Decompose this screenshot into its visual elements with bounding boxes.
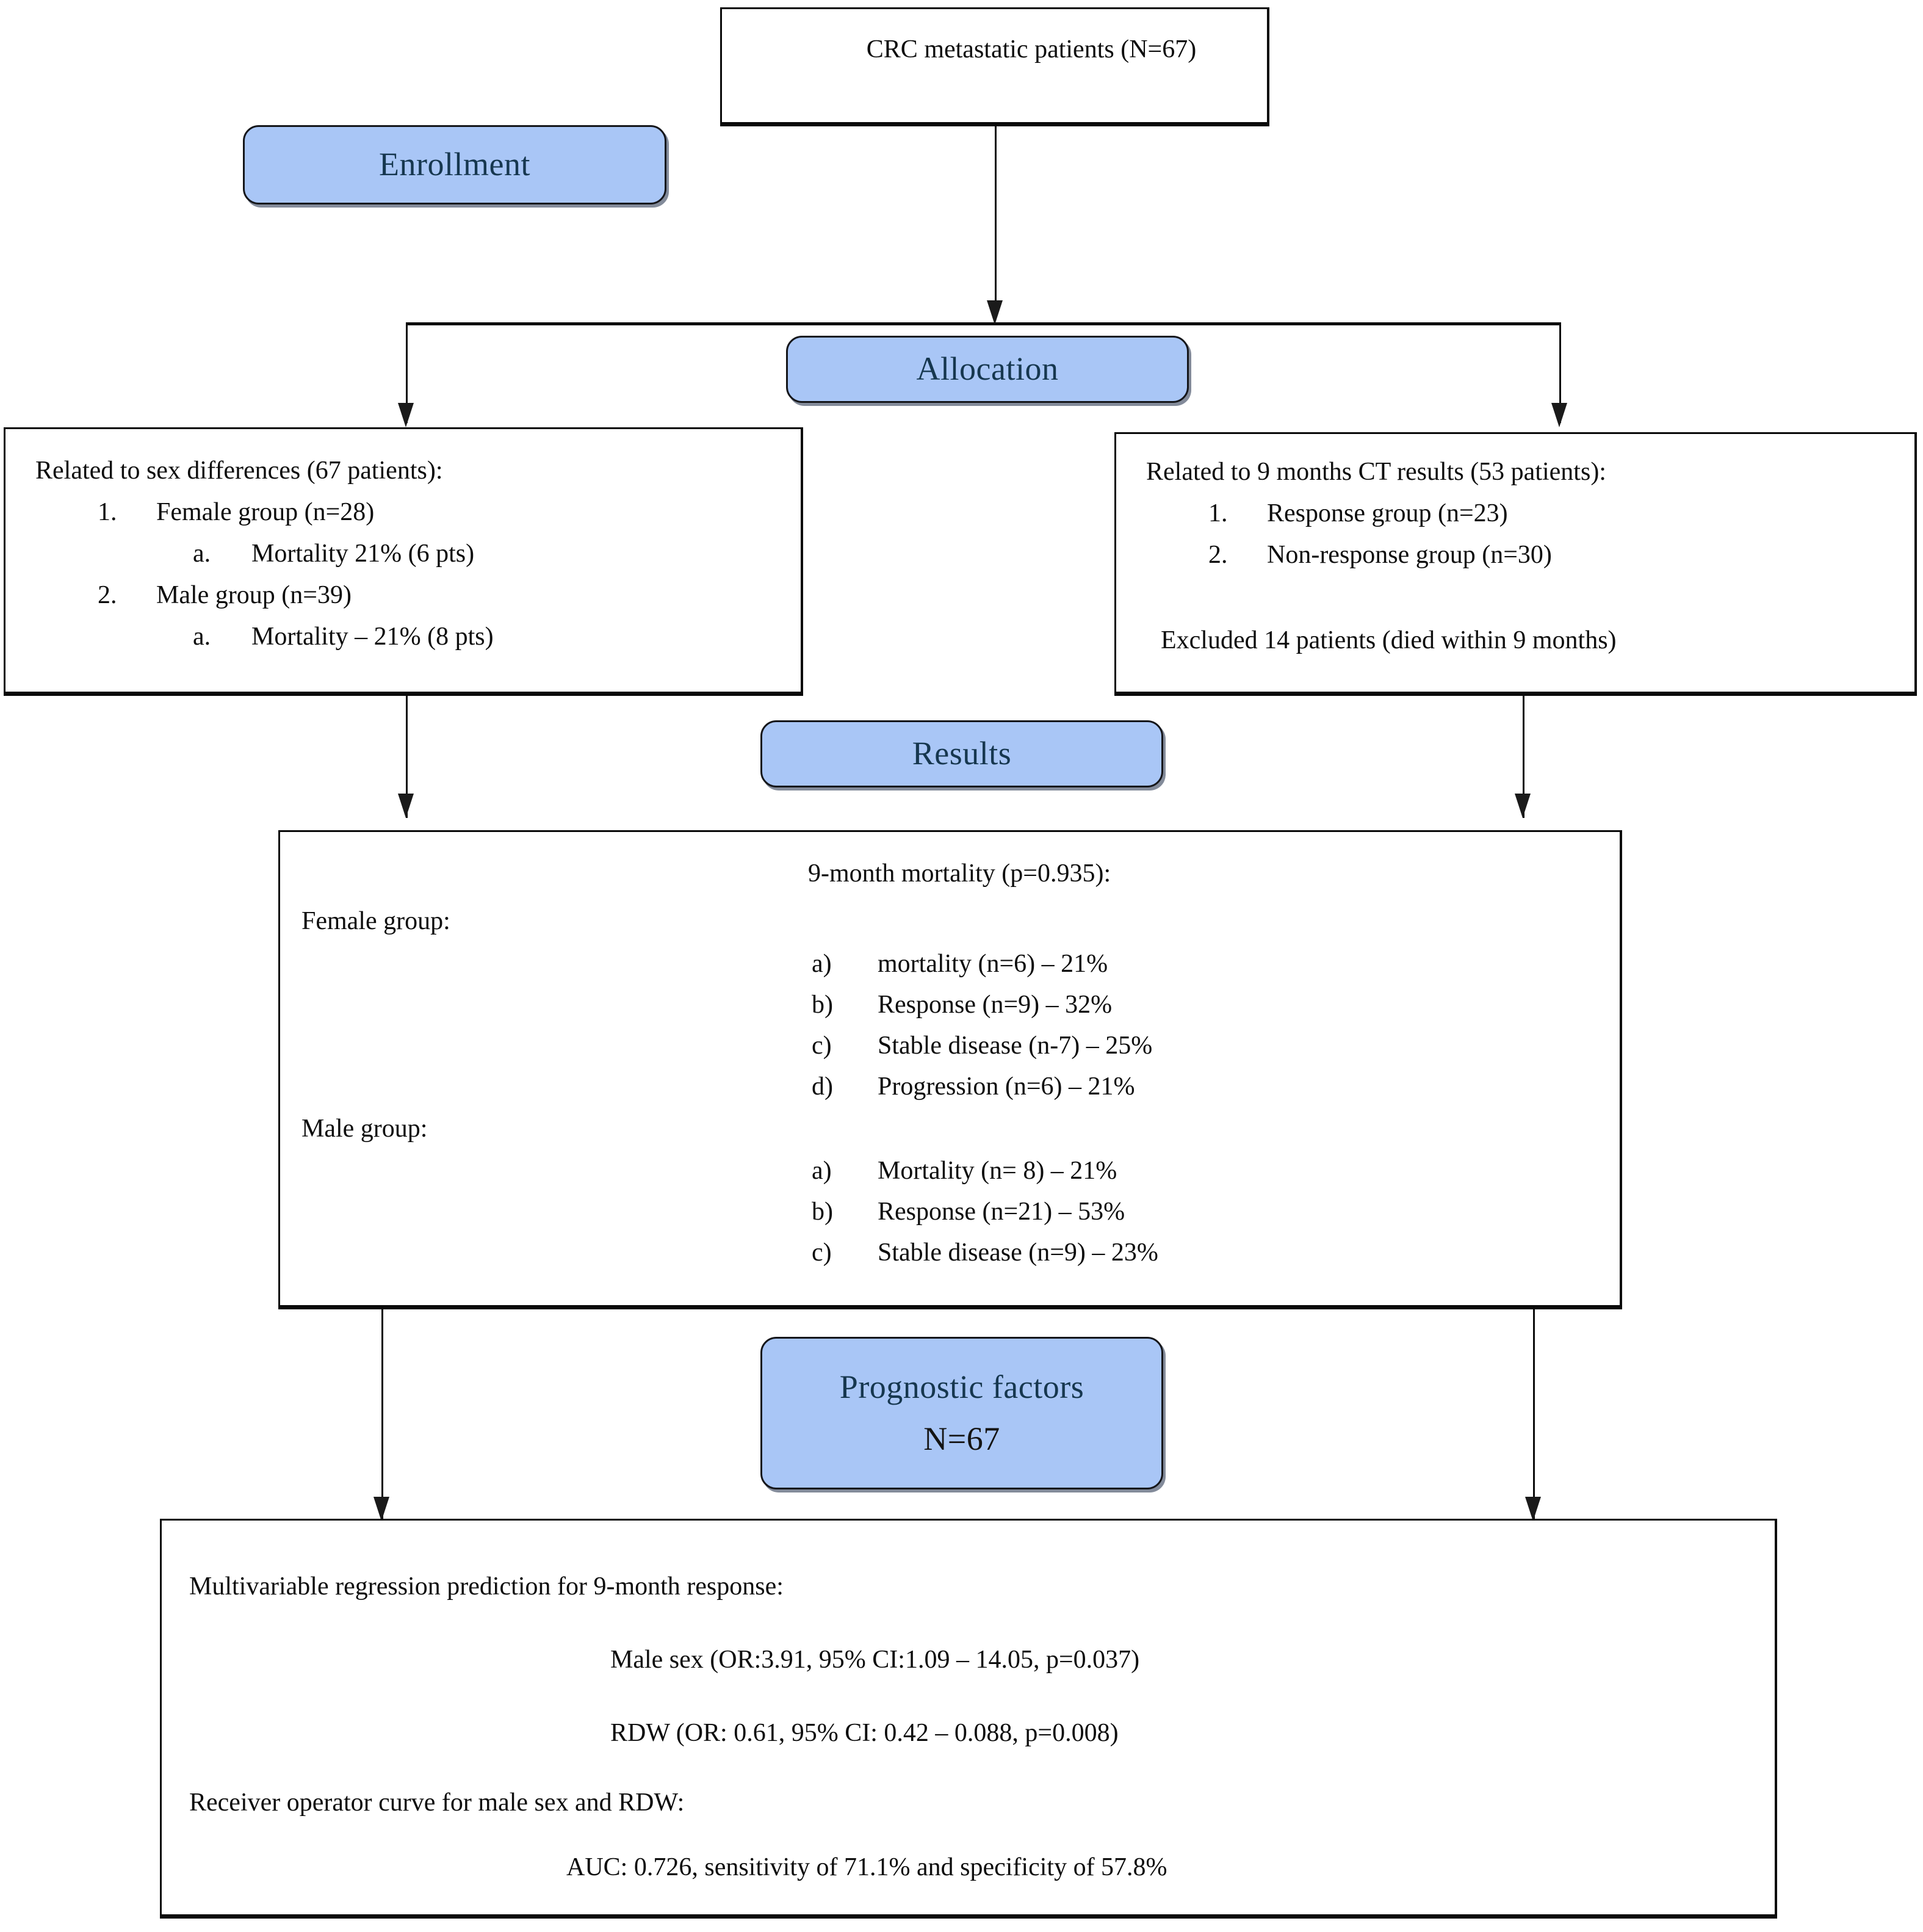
allocation-left-item: 1. Female group (n=28) [98,499,374,526]
results-female-item: a) mortality (n=6) – 21% [812,951,1108,977]
stage-prognostic-factors-label: Prognostic factors [839,1368,1084,1405]
results-box [278,830,1622,1309]
connector-source-to-allocation [995,126,997,309]
list-marker: 2. [98,581,117,609]
allocation-right-footnote: Excluded 14 patients (died within 9 mont… [1161,626,1617,654]
list-text: Response (n=21) – 53% [878,1198,1125,1226]
conclusion-line-4: Receiver operator curve for male sex and… [189,1789,685,1817]
list-marker: c) [812,1239,832,1267]
allocation-left-title: Related to sex differences (67 patients)… [35,457,443,485]
connector-results-right-to-conclusion [1533,1309,1535,1520]
enrollment-source-box [720,7,1269,126]
stage-prognostic-factors: Prognostic factors N=67 [760,1337,1163,1489]
results-female-label: Female group: [301,907,450,935]
connector-results-left-to-conclusion [381,1309,383,1520]
arrowhead-results-right-to-conclusion [1525,1497,1541,1521]
stage-results: Results [760,720,1163,787]
list-text: Progression (n=6) – 21% [878,1073,1135,1101]
conclusion-line-5: AUC: 0.726, sensitivity of 71.1% and spe… [566,1853,1167,1881]
list-text: Male group (n=39) [156,581,352,609]
results-male-item: a) Mortality (n= 8) – 21% [812,1158,1117,1184]
arrowhead-right-alloc-to-results [1515,794,1531,818]
stage-allocation: Allocation [786,336,1189,403]
conclusion-line-2: Male sex (OR:3.91, 95% CI:1.09 – 14.05, … [610,1646,1140,1674]
list-marker: 1. [98,498,117,526]
results-heading: 9-month mortality (p=0.935): [808,859,1111,888]
allocation-right-box [1114,432,1917,696]
list-text: Stable disease (n=9) – 23% [878,1239,1158,1267]
list-text: Mortality (n= 8) – 21% [878,1157,1117,1185]
list-marker: 1. [1208,499,1228,527]
list-text: mortality (n=6) – 21% [878,950,1108,978]
allocation-left-item: a. Mortality – 21% (8 pts) [193,624,494,650]
list-text: Response group (n=23) [1267,499,1508,527]
list-marker: d) [812,1073,833,1101]
list-text: Stable disease (n-7) – 25% [878,1032,1153,1060]
connector-right-alloc-to-results [1523,696,1524,818]
stage-results-label: Results [912,735,1012,772]
stage-prognostic-factors-n: N=67 [923,1420,1000,1457]
list-marker: a) [812,950,832,978]
list-text: Non-response group (n=30) [1267,541,1552,569]
list-text: Response (n=9) – 32% [878,991,1113,1019]
allocation-left-item: 2. Male group (n=39) [98,582,352,609]
connector-allocation-split-bar [406,322,1561,325]
allocation-right-item: 2. Non-response group (n=30) [1208,542,1552,568]
results-female-item: b) Response (n=9) – 32% [812,992,1112,1018]
results-male-item: c) Stable disease (n=9) – 23% [812,1240,1158,1266]
allocation-left-item: a. Mortality 21% (6 pts) [193,541,474,567]
allocation-right-item: 1. Response group (n=23) [1208,501,1508,527]
stage-enrollment: Enrollment [243,125,666,204]
connector-left-alloc-to-results [406,696,408,818]
results-male-label: Male group: [301,1115,428,1143]
conclusion-box [160,1519,1777,1919]
enrollment-source-text: CRC metastatic patients (N=67) [866,35,1197,63]
stage-allocation-label: Allocation [916,350,1059,388]
results-female-item: c) Stable disease (n-7) – 25% [812,1033,1152,1059]
allocation-left-box [4,427,803,696]
list-marker: a. [193,540,211,568]
conclusion-line-1: Multivariable regression prediction for … [189,1572,784,1601]
list-text: Mortality – 21% (8 pts) [251,623,494,651]
stage-enrollment-label: Enrollment [379,146,530,183]
conclusion-line-3: RDW (OR: 0.61, 95% CI: 0.42 – 0.088, p=0… [610,1719,1119,1747]
results-female-item: d) Progression (n=6) – 21% [812,1074,1135,1100]
list-text: Female group (n=28) [156,498,375,526]
list-marker: a. [193,623,211,651]
arrowhead-left-alloc-to-results [398,794,414,818]
connector-allocation-left-branch [406,322,408,423]
arrowhead-source-to-allocation [987,300,1003,325]
list-marker: c) [812,1032,832,1060]
list-marker: b) [812,991,833,1019]
arrowhead-allocation-left [398,403,414,427]
list-text: Mortality 21% (6 pts) [251,540,475,568]
list-marker: 2. [1208,541,1228,569]
results-male-item: b) Response (n=21) – 53% [812,1199,1125,1225]
allocation-right-title: Related to 9 months CT results (53 patie… [1146,458,1606,486]
connector-allocation-right-branch [1559,322,1561,423]
arrowhead-results-left-to-conclusion [373,1497,389,1521]
list-marker: a) [812,1157,832,1185]
arrowhead-allocation-right [1551,403,1567,427]
list-marker: b) [812,1198,833,1226]
